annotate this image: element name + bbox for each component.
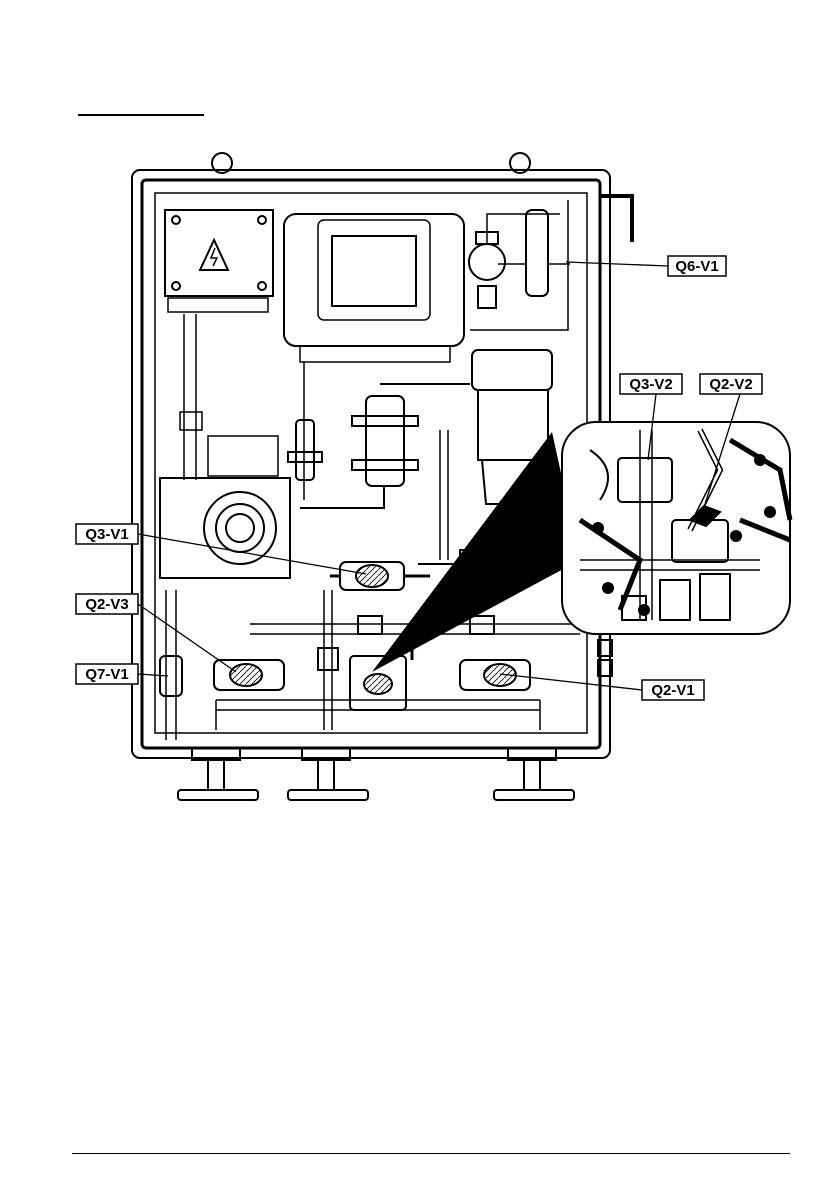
- callout-label-q3-v1: Q3-V1: [85, 526, 128, 543]
- callout-q6-v1: Q6-V1: [668, 256, 726, 276]
- callout-label-q2-v1: Q2-V1: [651, 682, 694, 699]
- callout-q2-v2: Q2-V2: [700, 374, 762, 394]
- magnified-detail-inset: [562, 422, 790, 634]
- callout-label-q3-v2: Q3-V2: [629, 376, 672, 393]
- callout-label-q2-v3: Q2-V3: [85, 596, 128, 613]
- callout-q3-v1: Q3-V1: [76, 524, 138, 544]
- callout-q2-v1: Q2-V1: [642, 680, 704, 700]
- callout-label-q7-v1: Q7-V1: [85, 666, 128, 683]
- footer-rule: [72, 1153, 790, 1154]
- callout-q7-v1: Q7-V1: [76, 664, 138, 684]
- controller-display: [332, 236, 416, 306]
- callout-label-q6-v1: Q6-V1: [675, 258, 718, 275]
- callout-label-q2-v2: Q2-V2: [709, 376, 752, 393]
- callout-q2-v3: Q2-V3: [76, 594, 138, 614]
- callout-q3-v2: Q3-V2: [620, 374, 682, 394]
